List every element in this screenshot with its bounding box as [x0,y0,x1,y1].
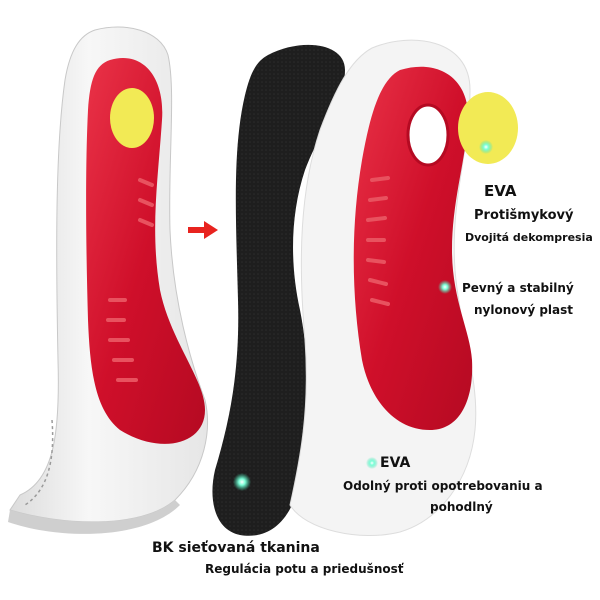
callout-eva-top-line1: Protišmykový [474,208,574,223]
heel-cutout [406,103,450,167]
callout-mesh-line1: Regulácia potu a priedušnosť [205,562,404,576]
left-insole-sole-edge [8,500,180,534]
indicator-dot-mesh [233,473,251,491]
callout-eva-bottom-title: EVA [380,455,411,471]
callout-eva-top-line2: Dvojitá dekompresia [465,231,593,244]
indicator-dot-nylon [438,280,452,294]
left-insole-stitching [24,419,54,506]
mesh-layer [212,44,345,536]
arrow-icon [188,221,218,239]
callout-nylon-line1: Pevný a stabilný [462,281,574,295]
callout-eva-bottom-line1: Odolný proti opotrebovaniu a [343,479,543,493]
callout-eva-bottom-line2: pohodlný [430,500,493,514]
left-insole-red-shell [86,58,205,444]
indicator-dot-eva-top [479,140,493,154]
eva-yellow-disc [458,92,518,164]
left-insole [8,26,208,534]
right-insole [353,66,473,431]
callout-mesh-title: BK sieťovaná tkanina [152,540,320,556]
left-insole-ribs [106,178,154,382]
left-insole-heel-pad [110,88,154,148]
indicator-dot-eva-bottom [366,457,378,469]
callout-nylon-line2: nylonový plast [474,303,574,317]
nylon-shell-ribs [366,176,390,306]
callout-eva-top-title: EVA [484,182,517,200]
